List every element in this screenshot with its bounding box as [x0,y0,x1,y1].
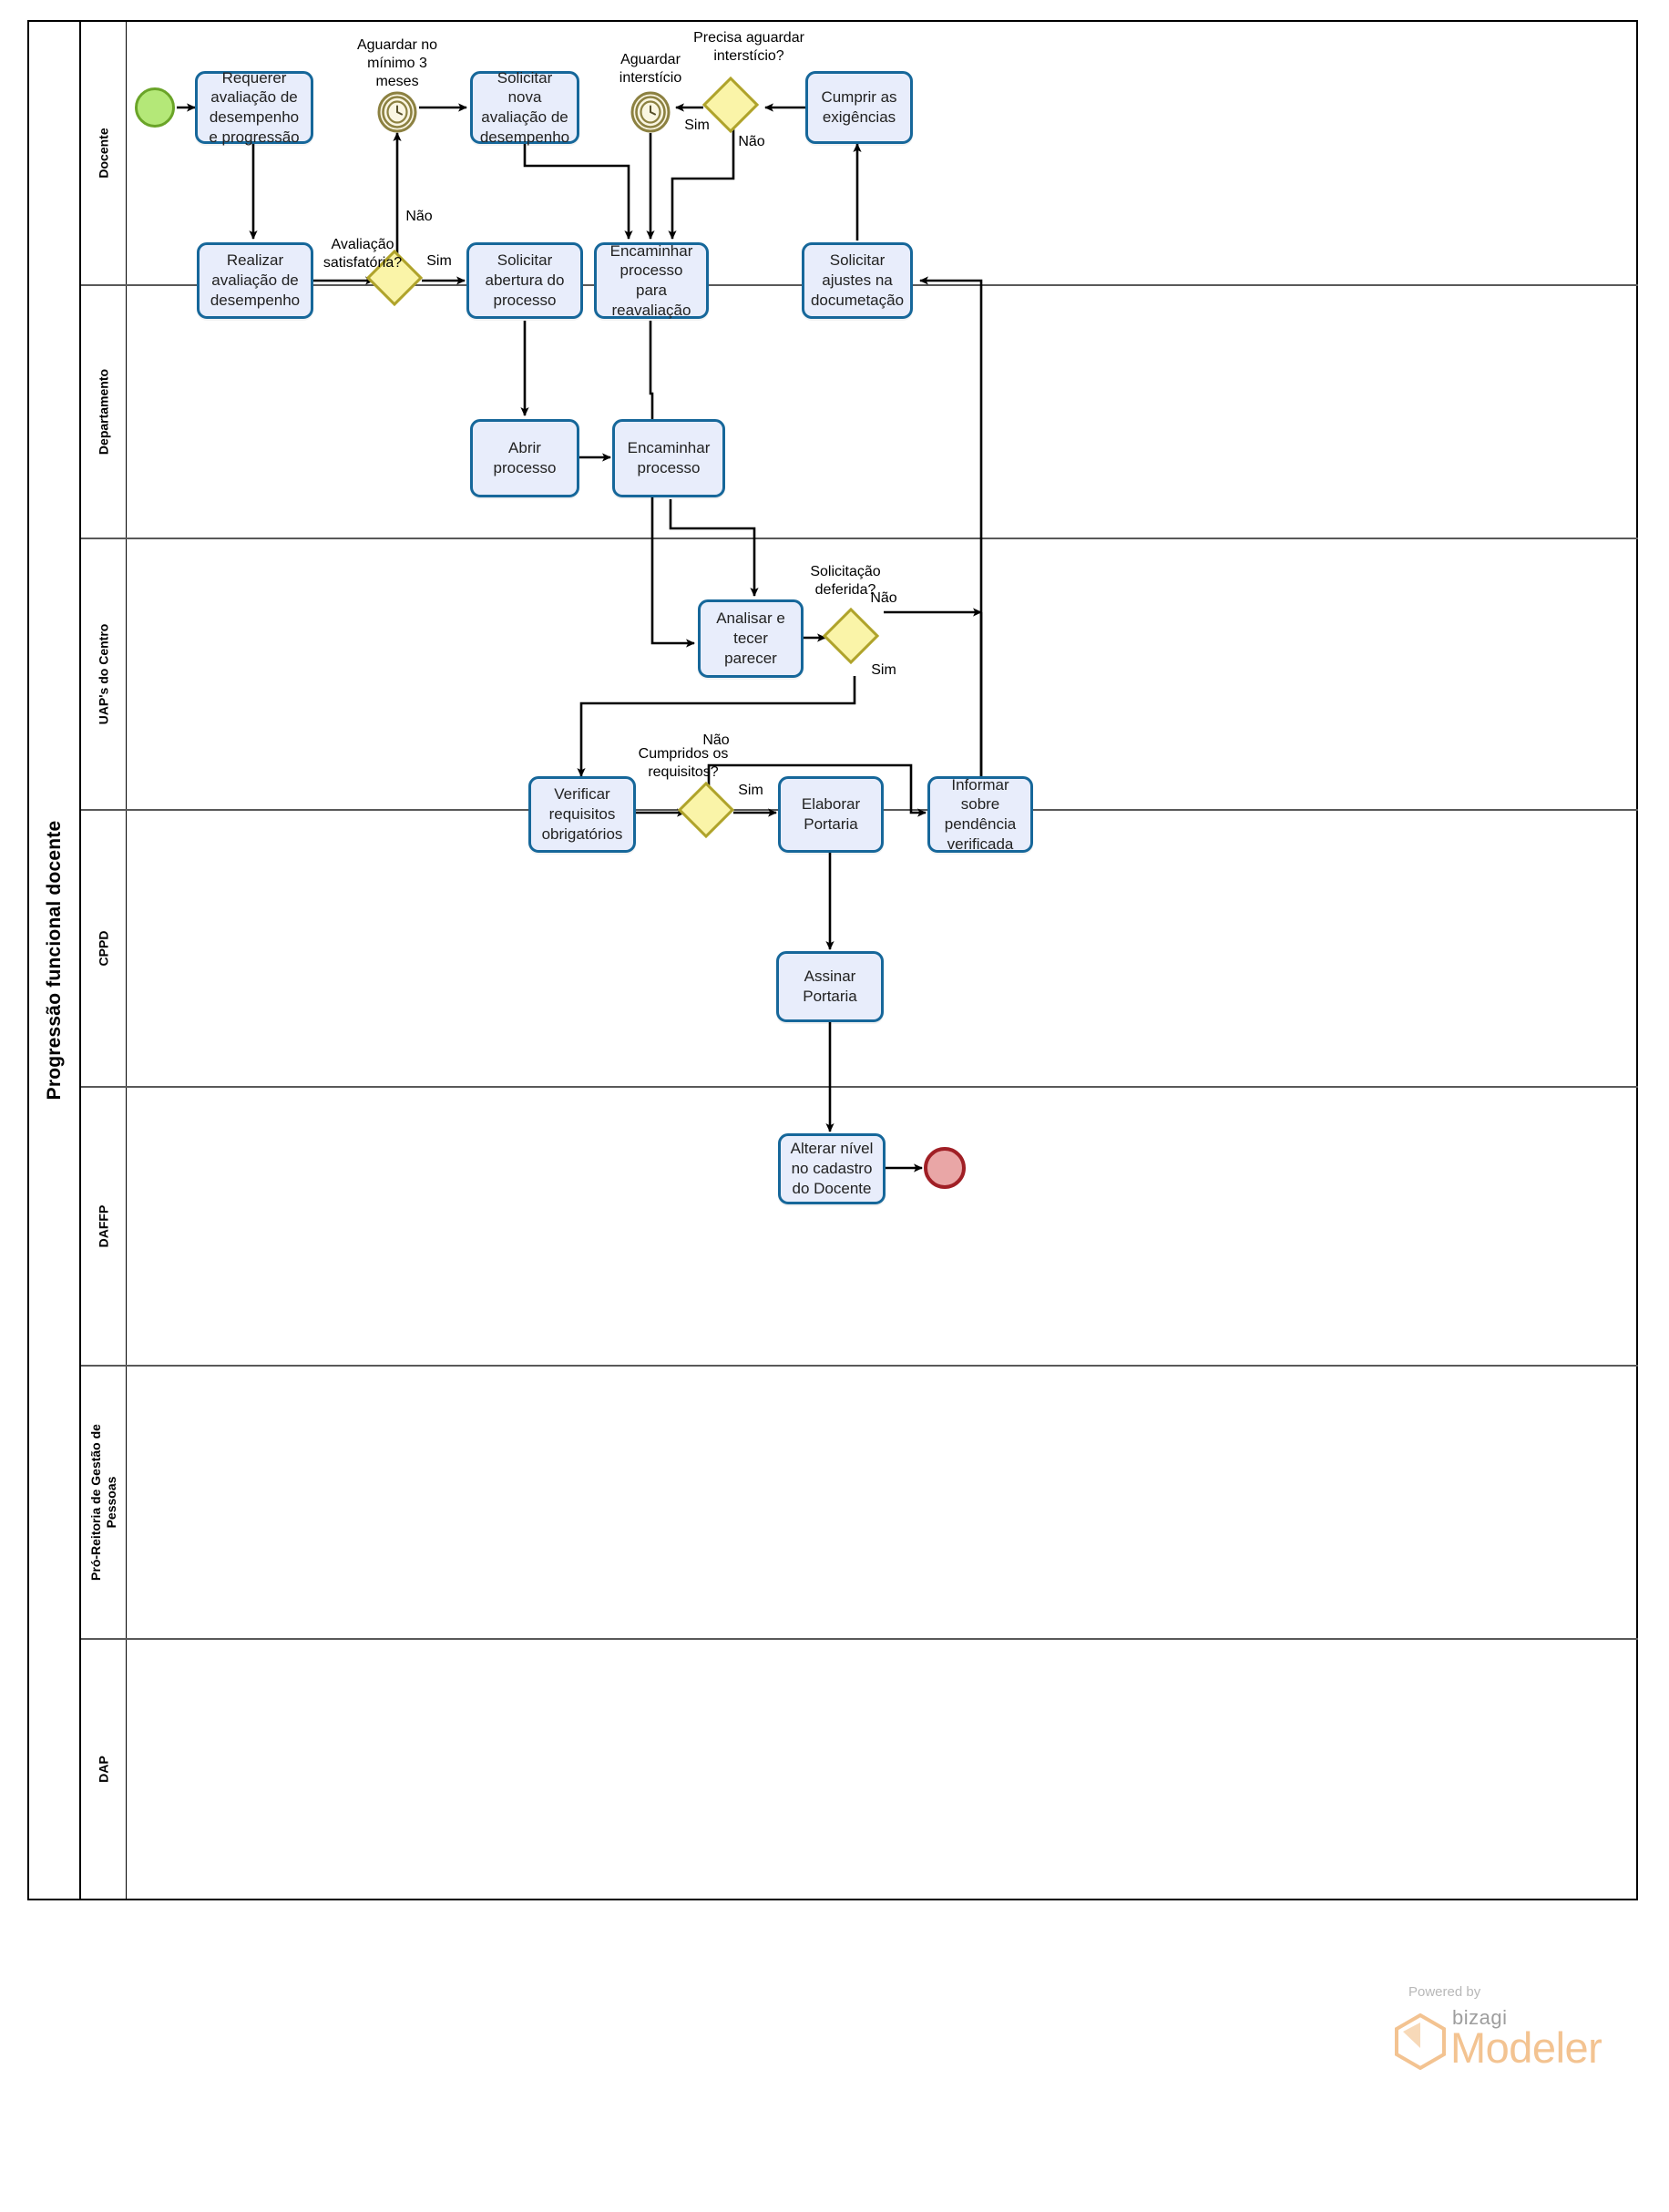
timer-label-aguardar-intersticio: Aguardar interstício [619,52,682,86]
task-solicitar-ajustes-documentacao[interactable]: Solicitar ajustes na documetação [802,242,913,319]
timer-event-aguardar-minimo-3-meses[interactable] [376,91,418,133]
task-encaminhar-processo[interactable]: Encaminhar processo [612,419,725,497]
brand-powered-by-label: Powered by [1408,1984,1481,2000]
flow-label-g1-nao: Não [405,209,433,224]
lane-label-daffp: DAFFP [95,1204,110,1248]
bizagi-modeler-brand: Powered by bizagi Modeler [1352,1984,1602,2094]
lane-dap: DAP [81,1640,1638,1899]
lane-title-band-daffp: DAFFP [81,1088,127,1365]
task-assinar-portaria[interactable]: Assinar Portaria [776,951,884,1022]
gateway-solicitacao-deferida[interactable] [822,607,882,667]
task-abrir-processo[interactable]: Abrir processo [470,419,579,497]
end-event[interactable] [924,1147,966,1189]
gateway-label-cumpridos-requisitos: Cumpridos os requisitos? [638,746,729,780]
gateway-diamond [822,607,880,665]
lane-title-band-progep: Pró-Reitoria de Gestão de Pessoas [81,1367,127,1638]
lane-label-departamento: Departamento [95,368,110,456]
lane-pro-reitoria-gestao-pessoas: Pró-Reitoria de Gestão de Pessoas [81,1367,1638,1640]
flow-label-g3-nao: Não [870,590,897,606]
lane-label-dap: DAP [95,1756,110,1783]
lane-label-docente: Docente [95,128,110,179]
brand-bizagi-label: bizagi [1452,2006,1508,2029]
flow-label-g2-sim: Sim [684,118,710,133]
pool-progressao-funcional-docente: Progressão funcional docente Docente Dep… [27,20,1638,1900]
lane-departamento: Departamento [81,286,1638,539]
pool-title: Progressão funcional docente [43,820,65,1101]
timer-label-aguardar-minimo-3-meses: Aguardar no mínimo 3 meses [356,37,438,89]
gateway-diamond [677,781,735,839]
flow-label-g2-nao: Não [738,134,765,149]
pool-title-band: Progressão funcional docente [29,22,81,1899]
brand-modeler-label: Modeler [1450,2023,1602,2072]
task-alterar-nivel-cadastro-docente[interactable]: Alterar nível no cadastro do Docente [778,1133,886,1204]
lane-title-band-departamento: Departamento [81,286,127,538]
task-elaborar-portaria[interactable]: Elaborar Portaria [778,776,884,853]
lane-title-band-dap: DAP [81,1640,127,1899]
gateway-label-precisa-aguardar-intersticio: Precisa aguardar interstício? [693,30,804,64]
flow-label-g4-sim: Sim [738,783,763,798]
lane-label-cppd: CPPD [95,930,110,967]
flow-label-g3-sim: Sim [871,662,896,678]
flow-label-g4-nao: Não [702,732,730,748]
lane-daffp: DAFFP [81,1088,1638,1367]
start-event[interactable] [135,87,175,128]
gateway-label-solicitacao-deferida: Solicitação deferida? [810,564,881,598]
lane-title-band-docente: Docente [81,22,127,284]
lane-label-progep: Pró-Reitoria de Gestão de Pessoas [87,1424,118,1581]
task-realizar-avaliacao-desempenho[interactable]: Realizar avaliação de desempenho [197,242,313,319]
gateway-label-avaliacao-satisfatoria: Avaliação satisfatória? [323,237,403,271]
lane-title-band-cppd: CPPD [81,811,127,1086]
lane-title-band-uaps: UAP's do Centro [81,539,127,809]
task-cumprir-as-exigencias[interactable]: Cumprir as exigências [805,71,913,144]
bizagi-hexagon-logo-icon [1395,2013,1446,2070]
timer-event-aguardar-intersticio[interactable] [630,91,671,133]
lane-label-uaps: UAP's do Centro [95,623,110,725]
task-encaminhar-processo-reavaliacao[interactable]: Encaminhar processo para reavaliação [594,242,709,319]
flow-label-g1-sim: Sim [426,253,452,269]
task-analisar-e-tecer-parecer[interactable]: Analisar e tecer parecer [698,599,804,678]
task-verificar-requisitos-obrigatorios[interactable]: Verificar requisitos obrigatórios [528,776,636,853]
gateway-cumpridos-requisitos[interactable] [677,781,737,841]
task-solicitar-nova-avaliacao-desempenho[interactable]: Solicitar nova avaliação de desempenho [470,69,579,146]
task-informar-sobre-pendencia-verificada[interactable]: Informar sobre pendência verificada [927,776,1033,853]
lane-cppd: CPPD [81,811,1638,1088]
task-solicitar-abertura-processo[interactable]: Solicitar abertura do processo [466,242,583,319]
task-requerer-avaliacao-desempenho-progressao[interactable]: Requerer avaliação de desempenho e progr… [195,69,313,146]
